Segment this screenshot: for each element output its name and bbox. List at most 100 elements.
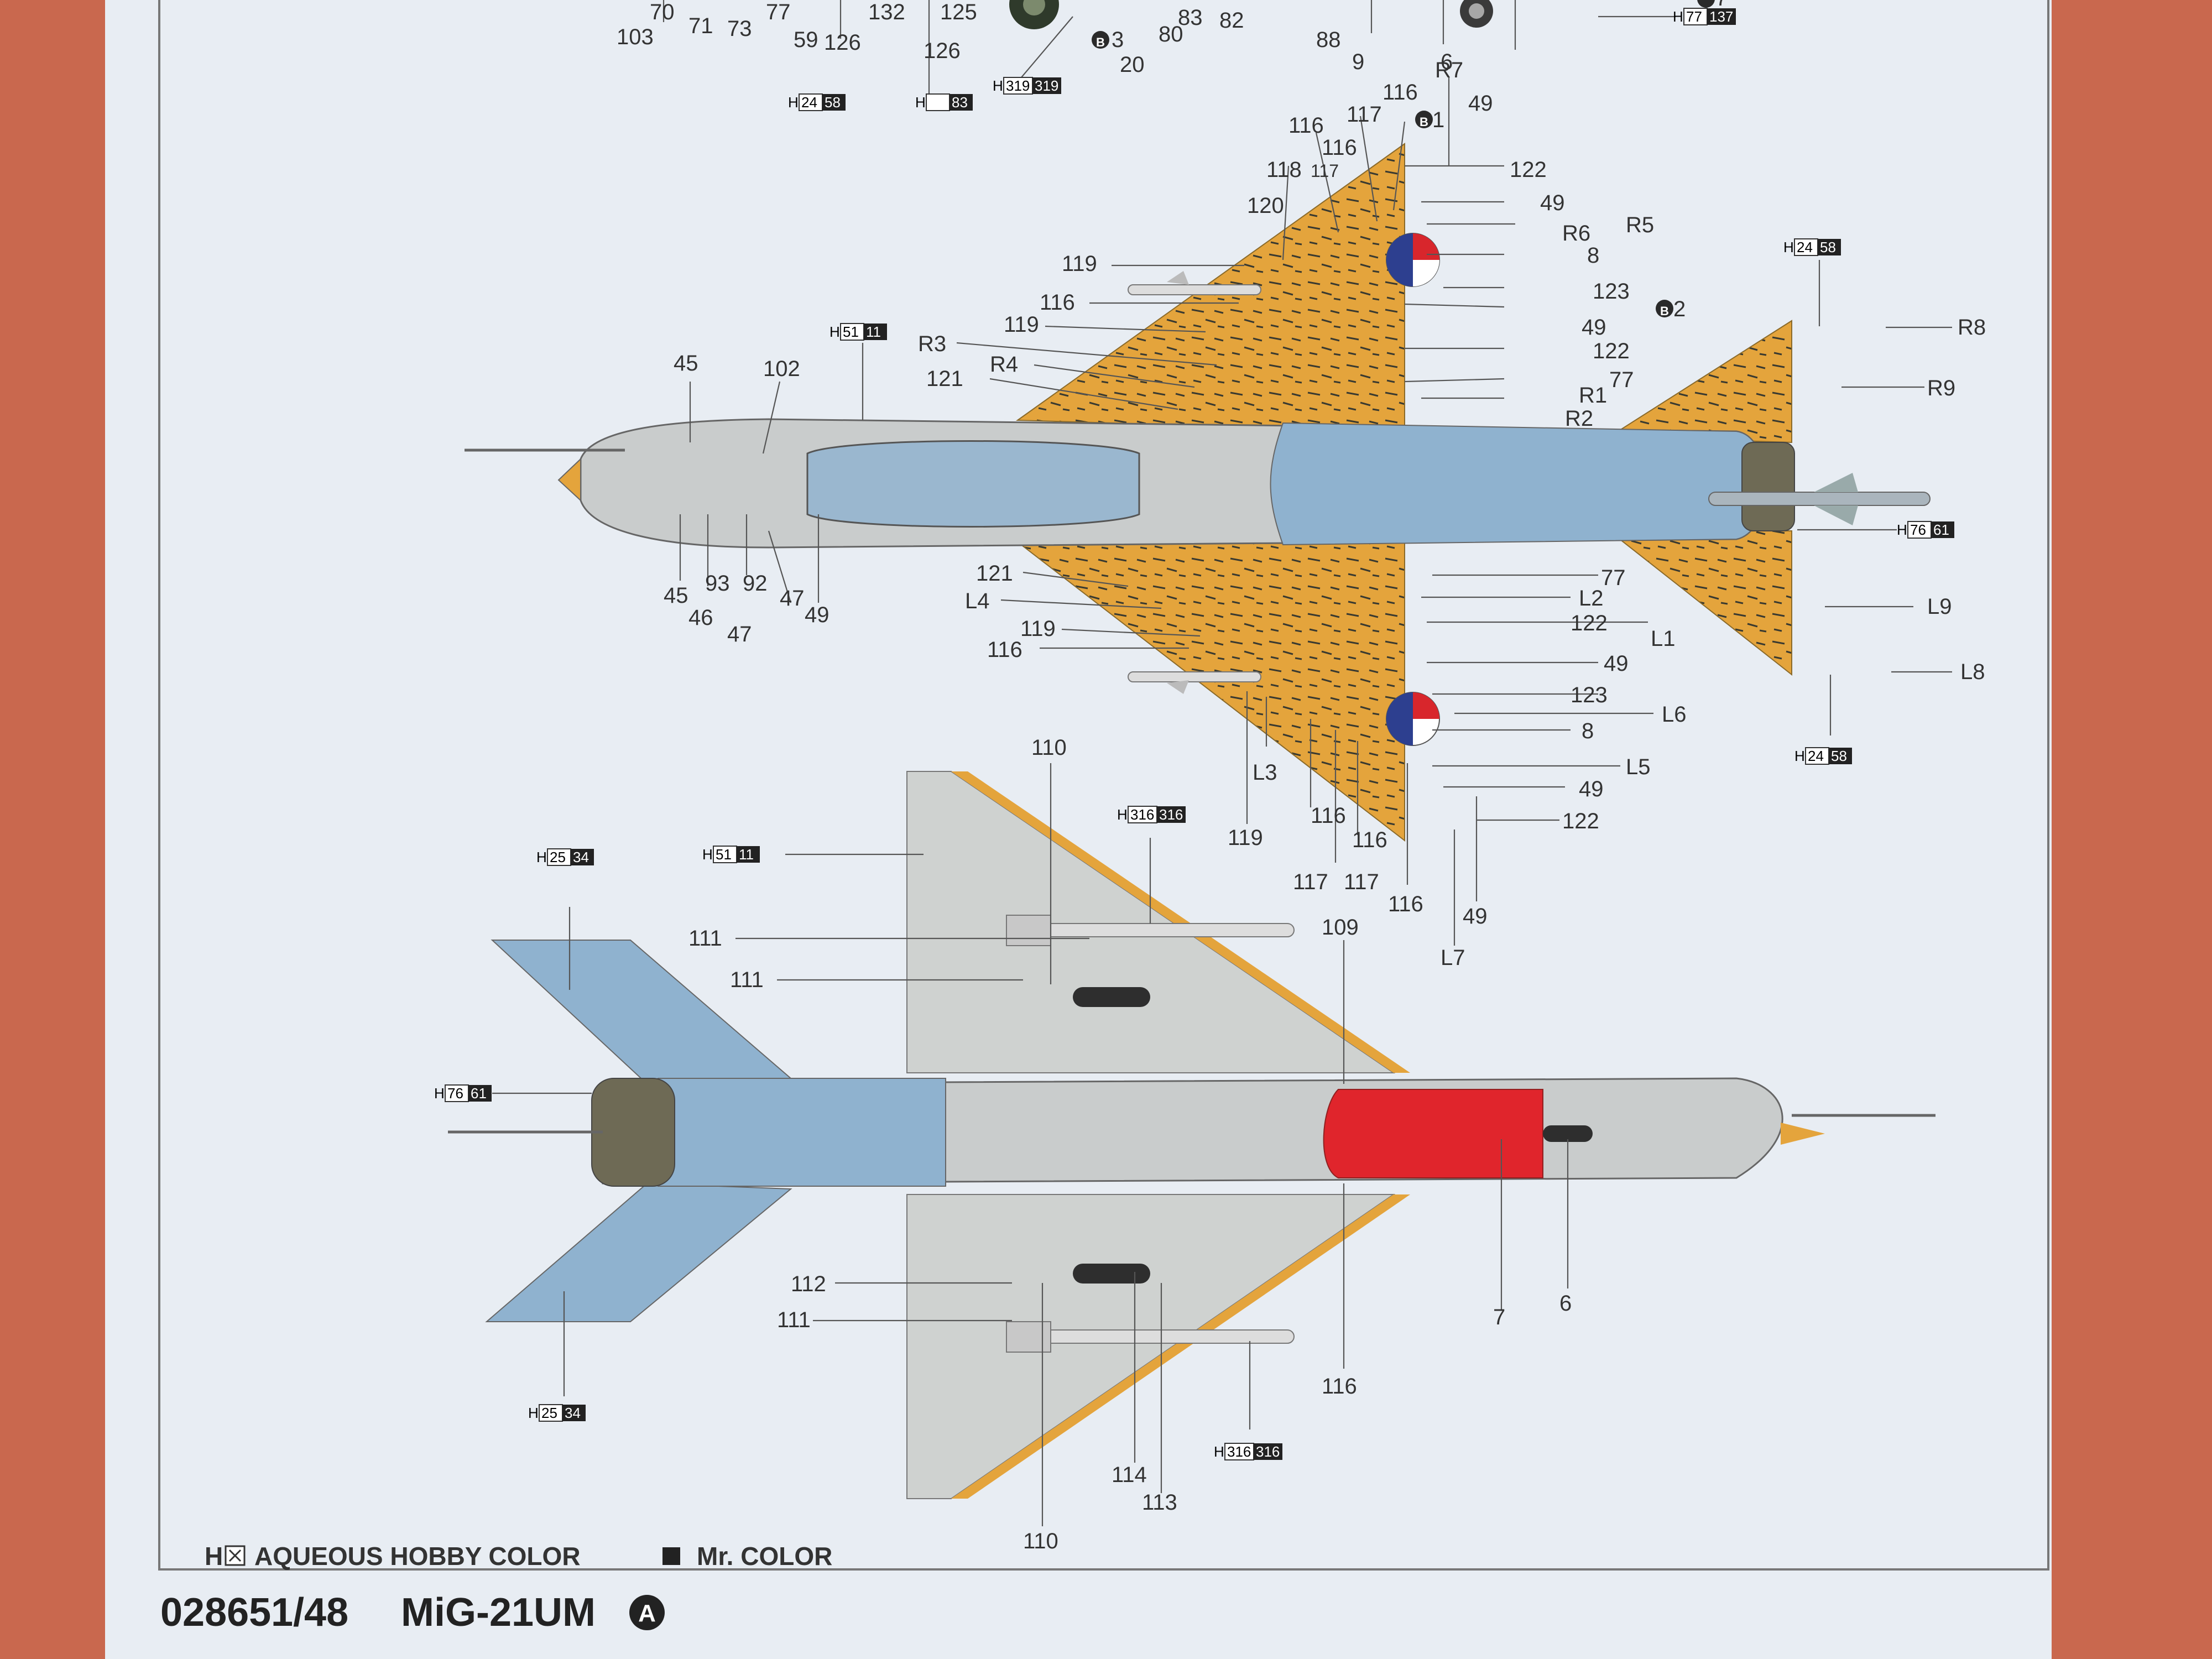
callout-label: 113 <box>1142 1490 1177 1515</box>
svg-text:319: 319 <box>1006 77 1030 94</box>
callout-label: R6 <box>1562 221 1590 246</box>
top-callout: 77 <box>766 0 791 24</box>
svg-text:77: 77 <box>1686 8 1702 25</box>
callout-label: 116 <box>1040 290 1075 315</box>
top-callout: 80 <box>1159 22 1183 46</box>
callout-label: 117 <box>1293 870 1328 894</box>
svg-text:B: B <box>1420 115 1428 129</box>
callout-label: 118 <box>1266 158 1302 182</box>
bottom-view-tailplane-lower <box>485 1182 792 1322</box>
top-view-wing-left <box>1016 530 1405 842</box>
bottom-view-nose-cone <box>1781 1123 1825 1145</box>
top-view-exhaust <box>1741 442 1795 531</box>
callout-label: L4 <box>965 589 990 613</box>
callout-label: 119 <box>1228 826 1263 850</box>
svg-text:H: H <box>1214 1443 1224 1460</box>
aqueous-hobby-box-icon <box>225 1545 246 1566</box>
svg-text:25: 25 <box>541 1405 557 1421</box>
paint-ref-h77-137: H 77 137 <box>1673 8 1736 25</box>
callout-label: 119 <box>1004 312 1039 337</box>
callout-label: 47 <box>727 622 752 646</box>
paint-ref-h24-58-a: H 24 58 <box>788 93 846 111</box>
svg-text:58: 58 <box>1820 239 1836 255</box>
top-view-nose-cone <box>557 457 581 502</box>
callout-label: 6 <box>1559 1291 1572 1316</box>
top-callout: 103 <box>617 25 654 49</box>
svg-text:58: 58 <box>825 94 841 111</box>
svg-text:H: H <box>1794 748 1805 764</box>
legend-h-prefix: H <box>205 1542 223 1571</box>
callout-label: 7 <box>1493 1305 1505 1329</box>
svg-text:24: 24 <box>801 94 817 111</box>
svg-text:58: 58 <box>1831 748 1847 764</box>
callout-label: 122 <box>1510 158 1547 182</box>
top-view-callouts: 116 117 116 R7 49 B 1 118 117 116 122 49… <box>664 58 1986 970</box>
scheme-badge-icon: A <box>629 1595 665 1630</box>
callout-label: R1 <box>1579 383 1607 408</box>
top-callout: 3 <box>1112 28 1124 52</box>
callout-label: 1 <box>1432 108 1444 132</box>
top-view-tailplane-right <box>1607 320 1792 444</box>
svg-text:319: 319 <box>1035 77 1058 94</box>
footer-scale: 1/48 <box>271 1590 348 1635</box>
top-view-missile-right <box>1128 271 1261 295</box>
callout-label: 2 <box>1673 297 1686 321</box>
callout-label: 49 <box>1468 91 1493 116</box>
callout-label: 116 <box>1322 135 1357 160</box>
callout-label: L3 <box>1253 760 1277 785</box>
callout-label: 119 <box>1020 617 1056 641</box>
svg-text:B: B <box>1660 304 1669 318</box>
callout-label: 45 <box>674 351 698 375</box>
callout-label: 93 <box>705 571 730 596</box>
callout-label: R2 <box>1565 406 1593 431</box>
svg-text:B: B <box>1096 35 1105 49</box>
top-callout: 73 <box>727 17 752 41</box>
top-callout: 59 <box>794 28 818 52</box>
callout-label: 49 <box>1604 651 1629 676</box>
paint-refs: H 24 58 H 8 3 H 319 319 H 77 137 <box>434 8 1954 1460</box>
svg-text:51: 51 <box>716 846 732 863</box>
bottom-view-rear-blue <box>658 1078 946 1187</box>
top-view-leader-lines <box>679 77 1952 946</box>
svg-text:H: H <box>1783 239 1794 255</box>
svg-text:316: 316 <box>1227 1443 1251 1460</box>
svg-text:25: 25 <box>550 849 566 865</box>
callout-label: 116 <box>1288 113 1324 138</box>
svg-text:34: 34 <box>573 849 589 865</box>
svg-text:H: H <box>1897 521 1907 538</box>
callout-label: 45 <box>664 583 688 608</box>
callout-label: 8 <box>1587 243 1599 268</box>
bottom-view-wing-lower <box>906 1194 1396 1499</box>
callout-label: 117 <box>1347 102 1382 127</box>
legend-aqueous-label: AQUEOUS HOBBY COLOR <box>254 1542 581 1571</box>
callout-label: 121 <box>976 561 1013 586</box>
callout-label: R5 <box>1626 213 1654 237</box>
callout-label: 8 <box>1582 719 1594 743</box>
top-callout: 70 <box>650 0 675 24</box>
bottom-view-wing-lower-edge <box>951 1194 1410 1499</box>
svg-text:76: 76 <box>447 1085 463 1102</box>
top-callout: 9 <box>1352 50 1364 74</box>
callout-label: R8 <box>1958 315 1986 340</box>
top-callout: 20 <box>1120 53 1145 77</box>
legend-mr-color-label: Mr. COLOR <box>697 1542 832 1571</box>
painting-guide-sheet: 103 70 71 73 77 59 126 132 125 126 B 3 2… <box>158 0 2049 1635</box>
callout-label: 110 <box>1031 735 1067 760</box>
callout-label: L6 <box>1662 702 1687 727</box>
svg-text:H: H <box>1117 806 1128 823</box>
czech-roundel-icon <box>1386 233 1440 287</box>
bottom-view-callouts: 110 111 111 109 112 111 7 6 116 114 113 … <box>688 735 1572 1553</box>
callout-label: 46 <box>688 606 713 630</box>
top-view-rear-blue <box>1270 422 1766 546</box>
top-view-tailplane-left <box>1608 530 1792 676</box>
svg-text:51: 51 <box>843 324 859 340</box>
paint-ref-h76-61-bottom: H 76 61 <box>434 1084 492 1102</box>
callout-label: 116 <box>1322 1374 1357 1399</box>
svg-text:316: 316 <box>1159 806 1183 823</box>
footer-model: MiG-21UM <box>401 1590 596 1635</box>
callout-label: L9 <box>1927 594 1952 619</box>
callout-label: 112 <box>791 1272 826 1296</box>
svg-text:H: H <box>528 1405 539 1421</box>
callout-label: 47 <box>780 586 805 611</box>
svg-text:H: H <box>788 94 799 111</box>
